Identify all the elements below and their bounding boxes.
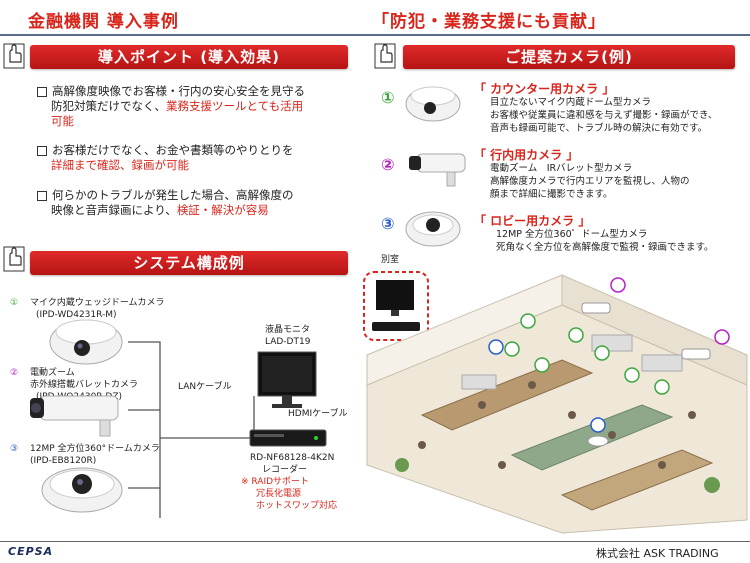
pointing-hand-icon (3, 246, 25, 272)
proposal-num-2: ② (381, 155, 395, 174)
system-camera-3-model: (IPD-EB8120R) (30, 456, 97, 466)
footer-divider (0, 541, 750, 542)
recorder-note-2: 冗長化電源 (256, 489, 302, 499)
separate-room-label: 別室 (381, 255, 400, 265)
header-divider (0, 34, 750, 36)
proposal-num-3: ③ (381, 214, 395, 233)
dome-camera-icon (405, 86, 461, 122)
system-camera-2-name2: 赤外線搭載バレットカメラ (30, 380, 139, 390)
lan-cable-line (128, 341, 161, 518)
point-item-3: 何らかのトラブルが発生した場合、高解像度の 映像と音声録画により、検証・解決が容… (37, 188, 357, 218)
page-subtitle: 「防犯・業務支援にも貢献」 (372, 12, 606, 32)
dome-camera-marker (504, 313, 670, 395)
separate-room-monitor (363, 271, 429, 341)
proposal-camera-2-title: 「 行内用カメラ 」 (474, 148, 579, 162)
page-title: 金融機関 導入事例 (28, 12, 179, 32)
recorder-note-1: ※ RAIDサポート (241, 477, 310, 487)
proposal-camera-1-title: 「 カウンター用カメラ 」 (474, 82, 615, 96)
wedge-dome-camera-icon (49, 319, 123, 365)
system-camera-1-model: (IPD-WD4231R-M) (36, 310, 117, 320)
camera-num-1: ① (10, 298, 19, 308)
pointing-hand-icon (3, 43, 25, 69)
proposal-num-1: ① (381, 88, 395, 107)
system-camera-3-name: 12MP 全方位360°ドームカメラ (30, 444, 160, 454)
pointing-hand-icon (374, 43, 396, 69)
proposal-camera-3-title: 「 ロビー用カメラ 」 (474, 214, 591, 228)
lan-cable-label: LANケーブル (178, 382, 232, 392)
recorder-label: レコーダー (262, 465, 308, 475)
footer-company: 株式会社 ASK TRADING (596, 547, 719, 560)
bullet-camera-icon (409, 153, 466, 187)
point-item-2: お客様だけでなく、お金や書類等のやりとりを 詳細まで確認、録画が可能 (37, 143, 357, 173)
system-camera-2-name1: 電動ズーム (30, 368, 75, 378)
section-bar-cameras: ご提案カメラ(例) (403, 45, 735, 69)
proposal-camera-2-desc: 電動ズーム IRバレット型カメラ 高解像度カメラで行内エリアを監視し、人物の 顔… (490, 163, 690, 200)
recorder-model: RD-NF68128-4K2N (250, 453, 335, 463)
proposal-camera-3-desc: 12MP 全方位360゜ドーム型カメラ 死角なく全方位を高解像度で監視・録画でき… (496, 229, 714, 253)
system-camera-1-name: マイク内蔵ウェッジドームカメラ (30, 298, 165, 308)
fisheye-camera-icon (405, 211, 461, 247)
camera-num-3: ③ (10, 444, 19, 454)
bullet-camera-marker (581, 277, 730, 360)
bullet-camera-icon (30, 395, 119, 437)
camera-num-2: ② (10, 368, 19, 378)
fisheye-dome-camera-icon (41, 467, 123, 513)
fisheye-camera-marker (488, 339, 609, 447)
hdmi-cable-label: HDMIケーブル (288, 409, 348, 419)
recorder-device-icon (249, 429, 327, 447)
footer-logo: CEPSA (8, 545, 54, 558)
bank-floor-illustration (366, 274, 748, 534)
monitor-model: LAD-DT19 (265, 337, 311, 347)
recorder-note-3: ホットスワップ対応 (256, 501, 338, 511)
system-diagram (30, 319, 327, 518)
section-bar-system: システム構成例 (30, 251, 348, 275)
lcd-monitor-icon (257, 351, 317, 408)
proposal-camera-1-desc: 目立たないマイク内蔵ドーム型カメラ お客様や従業員に違和感を与えず撮影・録画がで… (490, 97, 718, 134)
section-bar-points: 導入ポイント (導入効果) (30, 45, 348, 69)
point-item-1: 高解像度映像でお客様・行内の安心安全を見守る 防犯対策だけでなく、業務支援ツール… (37, 84, 357, 129)
monitor-label: 液晶モニタ (265, 325, 311, 335)
